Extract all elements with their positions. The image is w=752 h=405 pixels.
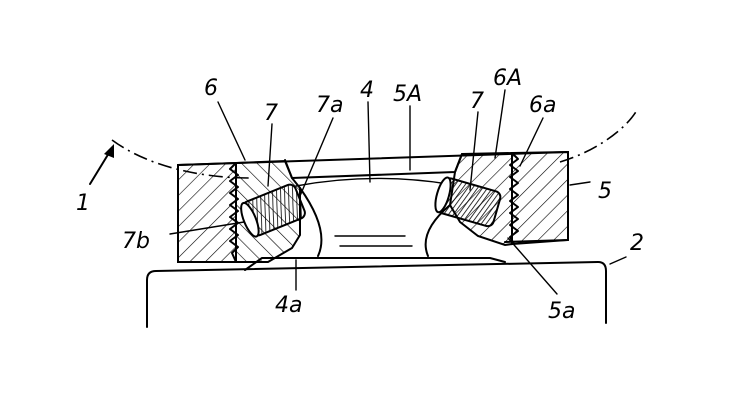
label-2: 2	[630, 231, 644, 256]
label-4a: 4a	[275, 293, 302, 318]
shaft-section-lines	[295, 177, 449, 187]
bearing-seat	[244, 257, 506, 271]
right-housing-section	[511, 150, 569, 246]
label-7b: 7b	[122, 229, 150, 254]
label-6A: 6A	[493, 66, 522, 91]
label-1: 1	[76, 191, 90, 216]
label-6a: 6a	[529, 93, 556, 118]
roller-7-right	[434, 176, 502, 228]
body-2-outline	[146, 261, 607, 328]
label-5A: 5A	[393, 82, 422, 107]
inner-ring-4-bore	[334, 235, 413, 247]
member-1-outline	[111, 107, 639, 179]
label-7-left: 7	[264, 101, 278, 126]
label-7-right: 7	[470, 89, 484, 114]
arrow-1-head	[104, 144, 114, 158]
label-5a: 5a	[548, 299, 575, 324]
roller-7-left	[240, 183, 306, 238]
left-housing-section	[177, 161, 237, 263]
thread-6	[229, 162, 239, 263]
label-4: 4	[360, 78, 374, 103]
label-5: 5	[598, 179, 612, 204]
leader-lines	[169, 89, 627, 295]
label-6: 6	[204, 76, 218, 101]
label-7a: 7a	[316, 93, 343, 118]
